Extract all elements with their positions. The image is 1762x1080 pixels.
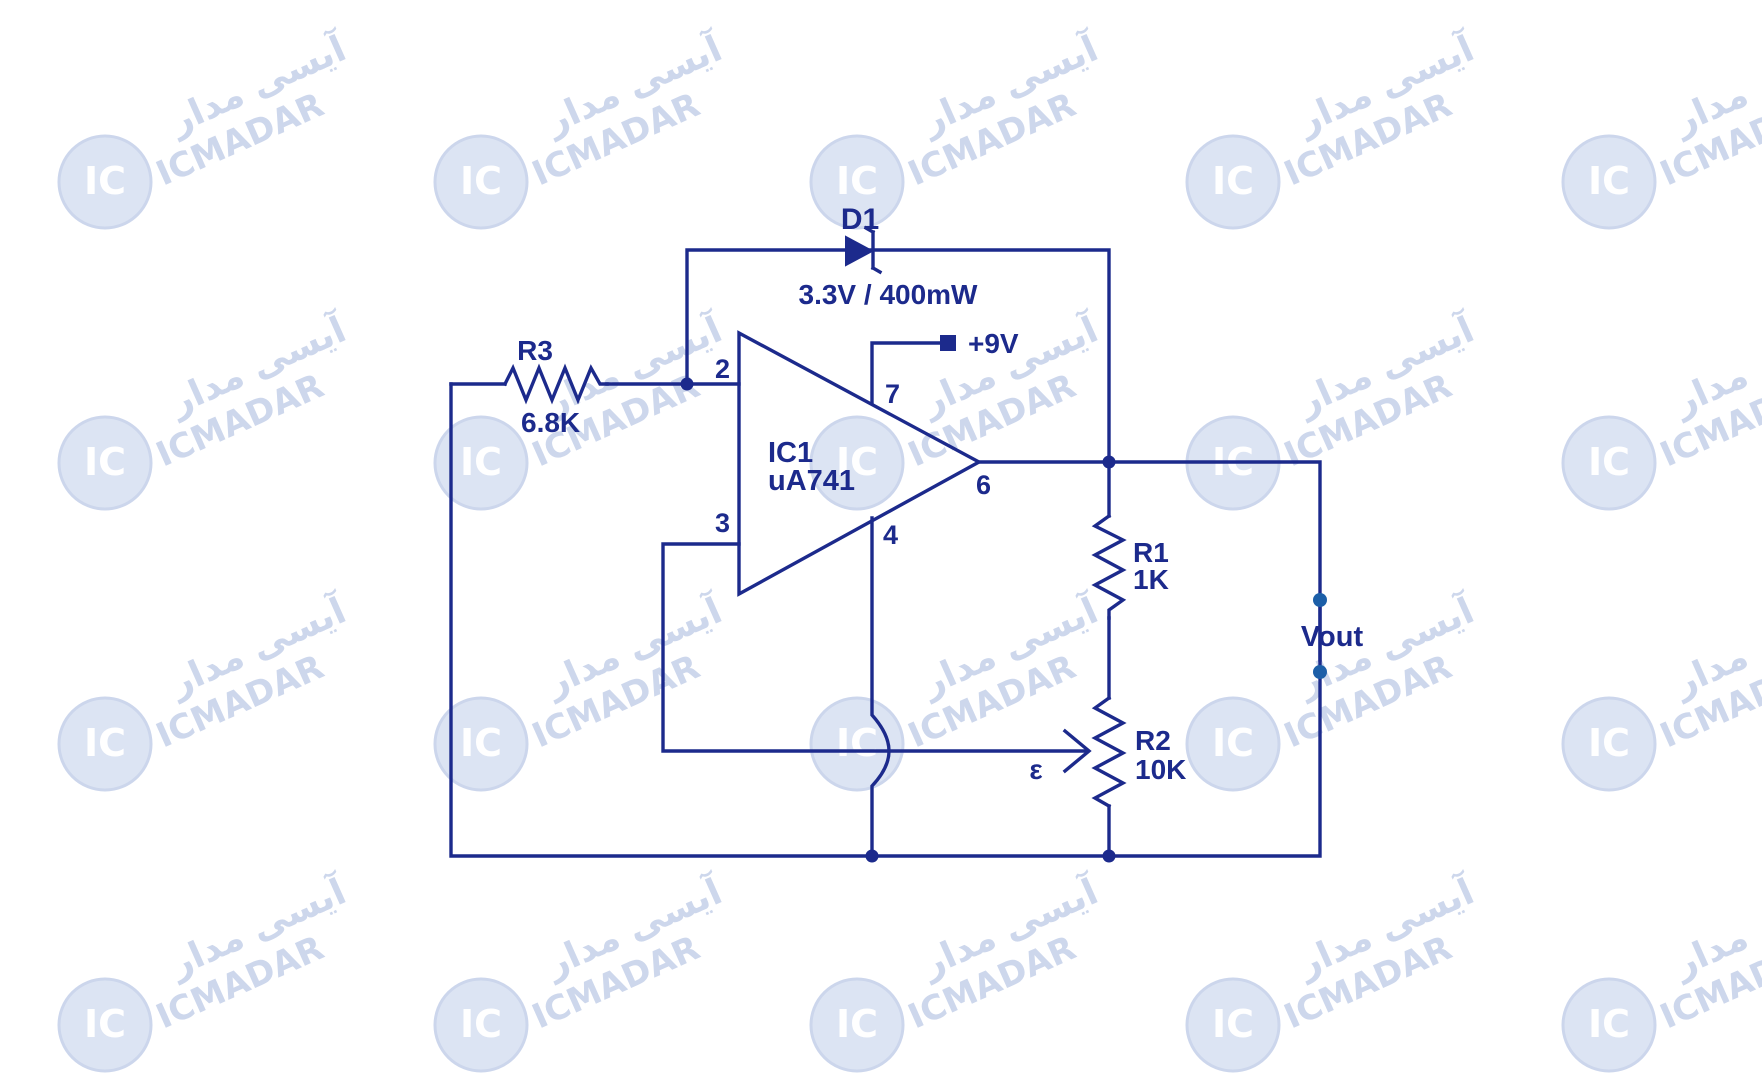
pin-6-label: 6 <box>976 470 991 500</box>
watermark-logo-text: IC <box>460 1002 502 1046</box>
watermark-logo-icon <box>433 696 529 792</box>
opamp-name: IC1 <box>768 437 813 469</box>
supply-label: +9V <box>968 328 1019 359</box>
watermark-logo-icon <box>809 696 905 792</box>
r3-value: 6.8K <box>521 407 580 438</box>
watermark-logo-text: IC <box>1588 721 1630 765</box>
r1-name: R1 <box>1133 537 1169 568</box>
watermark-logo-icon <box>57 696 153 792</box>
watermark-logo-icon <box>57 977 153 1073</box>
diode-rating: 3.3V / 400mW <box>799 279 979 310</box>
watermark-logo-icon <box>809 415 905 511</box>
watermark-logo-icon <box>1185 696 1281 792</box>
resistor-r1 <box>1091 513 1127 620</box>
watermark-logo-text: IC <box>836 440 878 484</box>
zener-diode <box>845 225 883 275</box>
watermark-logo-text: IC <box>1212 1002 1254 1046</box>
watermark-logo-text: IC <box>1588 440 1630 484</box>
watermark-logo-text: IC <box>1588 1002 1630 1046</box>
watermark-logo-text: IC <box>1212 159 1254 203</box>
pin-2-label: 2 <box>715 354 730 384</box>
watermark-logo-icon <box>57 134 153 230</box>
circuit-wires <box>449 248 1322 858</box>
pin-7-label: 7 <box>885 379 900 409</box>
watermark-logo-text: IC <box>836 1002 878 1046</box>
vout-label: Vout <box>1301 621 1364 653</box>
watermark-logo-icon <box>433 977 529 1073</box>
watermark-logo-icon <box>1561 696 1657 792</box>
watermark-logo-icon <box>809 977 905 1073</box>
watermark-logo-icon <box>57 415 153 511</box>
r3-name: R3 <box>517 335 553 366</box>
watermark-logo-icon <box>433 415 529 511</box>
output-terminals <box>1313 593 1327 679</box>
watermark-logo-text: IC <box>84 440 126 484</box>
watermark-logo-text: IC <box>1212 721 1254 765</box>
resistor-r2 <box>1091 695 1127 809</box>
r2-name: R2 <box>1135 725 1171 756</box>
labels: D1 3.3V / 400mW +9V R3 6.8K 2 3 7 4 6 IC… <box>517 203 1363 785</box>
watermark-logo-icon <box>1185 134 1281 230</box>
watermark-logo-text: IC <box>84 721 126 765</box>
watermark-logo-text: IC <box>836 159 878 203</box>
watermark-logo-icon <box>809 134 905 230</box>
watermark-logo-icon <box>433 134 529 230</box>
wiper-mark: ε <box>1029 754 1042 785</box>
wiper-arrow <box>1062 728 1092 774</box>
junction-dots <box>680 377 1116 863</box>
watermark-logo-icon <box>1561 977 1657 1073</box>
watermark-logo-icon <box>1185 977 1281 1073</box>
pin-3-label: 3 <box>715 508 730 538</box>
watermark-logo-text: IC <box>84 1002 126 1046</box>
watermark-logo-text: IC <box>460 159 502 203</box>
watermark-logo-icon <box>1561 134 1657 230</box>
watermark-logo-text: IC <box>460 440 502 484</box>
r2-value: 10K <box>1135 754 1186 785</box>
opamp-symbol <box>737 330 983 597</box>
resistor-r3 <box>502 363 609 405</box>
r1-value: 1K <box>1133 564 1169 595</box>
watermark-logo-text: IC <box>460 721 502 765</box>
opamp-model: uA741 <box>768 465 855 497</box>
watermark-logo-icon <box>1561 415 1657 511</box>
watermark-logo-text: IC <box>1588 159 1630 203</box>
pin-4-label: 4 <box>883 520 898 550</box>
diode-name: D1 <box>841 203 879 236</box>
supply-terminal <box>940 335 956 351</box>
watermark-logo-text: IC <box>84 159 126 203</box>
watermark-logo-text: IC <box>836 721 878 765</box>
